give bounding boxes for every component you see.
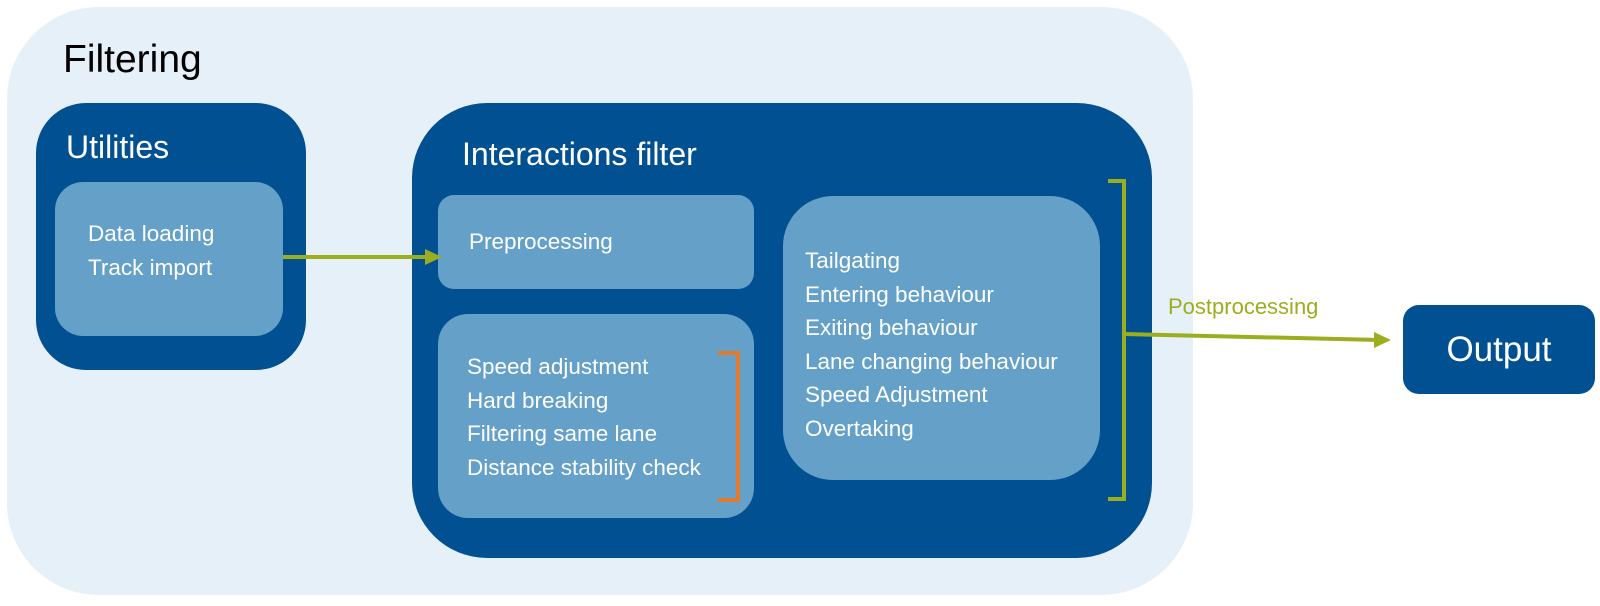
- utilities-title: Utilities: [66, 129, 170, 165]
- behaviour-item: Entering behaviour: [805, 281, 994, 307]
- check-item: Speed adjustment: [467, 354, 649, 379]
- behaviour-item: Tailgating: [805, 248, 901, 273]
- check-item: Distance stability check: [467, 454, 701, 480]
- behaviour-item: Speed Adjustment: [805, 382, 988, 407]
- behaviours-bracket: [1108, 179, 1126, 501]
- utilities-items-box: [55, 182, 283, 336]
- checks-bracket: [718, 351, 740, 502]
- behaviours-list: Tailgating Entering behaviour Exiting be…: [805, 244, 1058, 445]
- checks-list: Speed adjustment Hard breaking Filtering…: [467, 350, 701, 484]
- arrowhead-icon: [1374, 332, 1391, 348]
- arrowhead-icon: [425, 249, 442, 265]
- postprocessing-label: Postprocessing: [1168, 294, 1319, 319]
- postprocessing-arrow: [1123, 332, 1381, 342]
- filtering-title: Filtering: [63, 38, 202, 81]
- behaviour-item: Overtaking: [805, 415, 914, 441]
- behaviour-item: Lane changing behaviour: [805, 348, 1058, 374]
- behaviours-box: [783, 196, 1100, 480]
- interactions-filter-title: Interactions filter: [462, 136, 697, 172]
- utilities-item-data-loading: Data loading: [88, 221, 215, 246]
- utilities-item-track-import: Track import: [88, 254, 213, 280]
- preprocessing-text: Preprocessing: [469, 229, 613, 254]
- output-box: [1403, 305, 1595, 394]
- check-item: Hard breaking: [467, 387, 609, 413]
- utilities-items: Data loading Track import: [88, 217, 214, 284]
- output-label: Output: [1446, 330, 1552, 369]
- preprocessing-box: [438, 195, 754, 289]
- preprocessing-label: Preprocessing: [469, 225, 613, 259]
- check-item: Filtering same lane: [467, 421, 658, 446]
- behaviour-item: Exiting behaviour: [805, 315, 978, 340]
- checks-box: [438, 314, 754, 518]
